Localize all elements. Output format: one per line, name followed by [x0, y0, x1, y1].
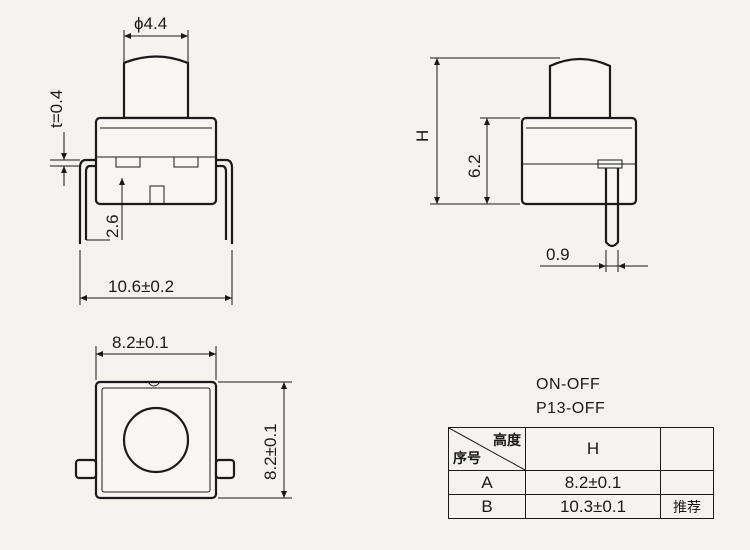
row-id-cell: B	[448, 494, 526, 519]
caption-model: P13-OFF	[536, 400, 606, 417]
side-pin	[604, 168, 620, 248]
top-nub-left	[74, 458, 98, 480]
side-body	[520, 116, 638, 206]
front-leg-right	[216, 158, 234, 244]
side-actuator	[548, 57, 612, 122]
front-diameter-label: ϕ4.4	[134, 14, 167, 33]
front-pin-height-label: 2.6	[103, 214, 122, 238]
front-view: ϕ4.4 t=0.4 2.6 10.6±0.2	[47, 14, 234, 305]
side-view: H 6.2 0.9	[413, 57, 648, 272]
row-value-cell: 10.3±0.1	[525, 494, 661, 519]
front-thickness-label: t=0.4	[47, 90, 66, 128]
top-body	[94, 380, 218, 500]
top-width-label: 8.2±0.1	[112, 333, 169, 352]
table-corner-cell: 高度 序号	[448, 427, 526, 471]
header-note-cell	[660, 427, 714, 471]
row-value-cell: 8.2±0.1	[525, 470, 661, 495]
top-view: 8.2±0.1 8.2±0.1	[74, 333, 292, 500]
caption-on-off: ON-OFF	[536, 376, 601, 393]
front-terminal-left	[115, 156, 141, 168]
side-pin-width-label: 0.9	[546, 245, 570, 264]
front-leg-left	[78, 158, 96, 244]
spec-table: 高度 序号 H A 8.2±0.1 B 10.3±0.1 推荐	[448, 427, 714, 519]
top-nub-right	[214, 458, 236, 480]
table-header-row: 高度 序号 H	[448, 427, 714, 471]
table-row: A 8.2±0.1	[448, 470, 714, 495]
front-terminal-right	[173, 156, 199, 168]
top-actuator-circle	[122, 406, 190, 474]
row-note-cell: 推荐	[660, 494, 714, 519]
front-actuator	[122, 55, 190, 120]
side-body-height-label: 6.2	[465, 154, 484, 178]
front-width-label: 10.6±0.2	[108, 277, 174, 296]
header-index-label: 序号	[453, 450, 481, 466]
header-height-label: 高度	[493, 432, 521, 448]
top-depth-label: 8.2±0.1	[261, 423, 280, 480]
table-row: B 10.3±0.1 推荐	[448, 494, 714, 519]
side-height-label: H	[413, 130, 432, 142]
header-h-cell: H	[525, 427, 661, 471]
row-note-cell	[660, 470, 714, 495]
row-id-cell: A	[448, 470, 526, 495]
